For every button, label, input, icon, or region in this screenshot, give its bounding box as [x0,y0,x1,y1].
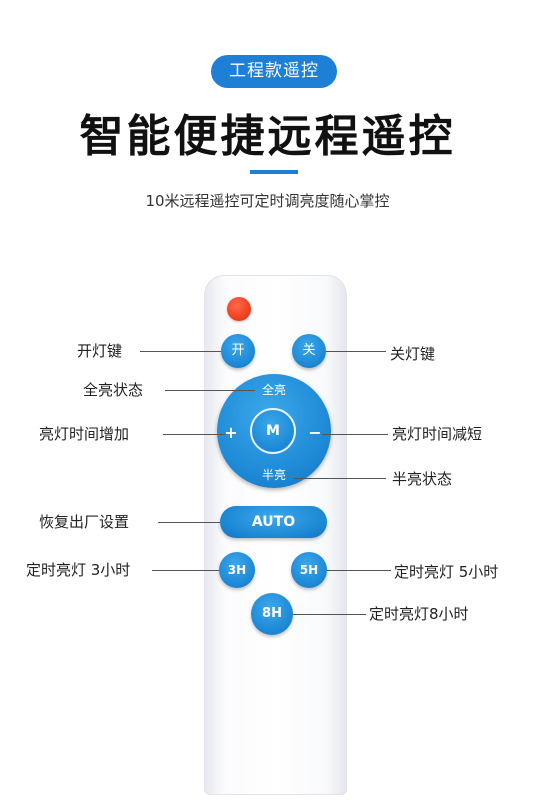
page-title: 智能便捷远程遥控 [79,111,456,162]
label-time-increase: 亮灯时间增加 [39,425,130,443]
callout-line-half [294,478,386,479]
label-on-key: 开灯键 [77,342,123,360]
timer-3h-button[interactable]: 3H [219,552,255,588]
callout-line-8h [293,614,366,615]
mode-button[interactable]: M [250,408,296,454]
half-bright-button[interactable]: 半亮 [261,468,286,482]
title-underline [250,170,298,174]
on-button[interactable]: 开 [221,334,255,368]
callout-line-3h [152,570,219,571]
callout-line-5h [327,570,391,571]
page-subtitle: 10米远程遥控可定时调亮度随心掌控 [145,192,390,210]
label-timer-3h: 定时亮灯 3小时 [26,561,131,579]
label-half-state: 半亮状态 [392,470,453,488]
callout-line-increase [163,434,225,435]
label-time-decrease: 亮灯时间减短 [392,425,483,443]
callout-line-on [140,351,221,352]
label-full-state: 全亮状态 [83,381,144,399]
callout-line-reset [158,522,220,523]
minus-button[interactable]: − [308,423,322,442]
label-timer-8h: 定时亮灯8小时 [369,605,469,623]
callout-line-off [326,351,386,352]
off-button[interactable]: 关 [292,334,326,368]
timer-8h-button[interactable]: 8H [251,593,293,635]
label-reset: 恢复出厂设置 [39,513,130,531]
timer-5h-button[interactable]: 5H [291,552,327,588]
label-timer-5h: 定时亮灯 5小时 [394,563,499,581]
callout-line-full [165,390,255,391]
auto-button[interactable]: AUTO [220,506,327,538]
category-badge: 工程款遥控 [211,55,337,88]
power-indicator-light [227,297,251,321]
full-bright-button[interactable]: 全亮 [261,383,286,397]
label-off-key: 关灯键 [390,345,436,363]
callout-line-decrease [322,434,388,435]
plus-button[interactable]: + [224,423,238,442]
